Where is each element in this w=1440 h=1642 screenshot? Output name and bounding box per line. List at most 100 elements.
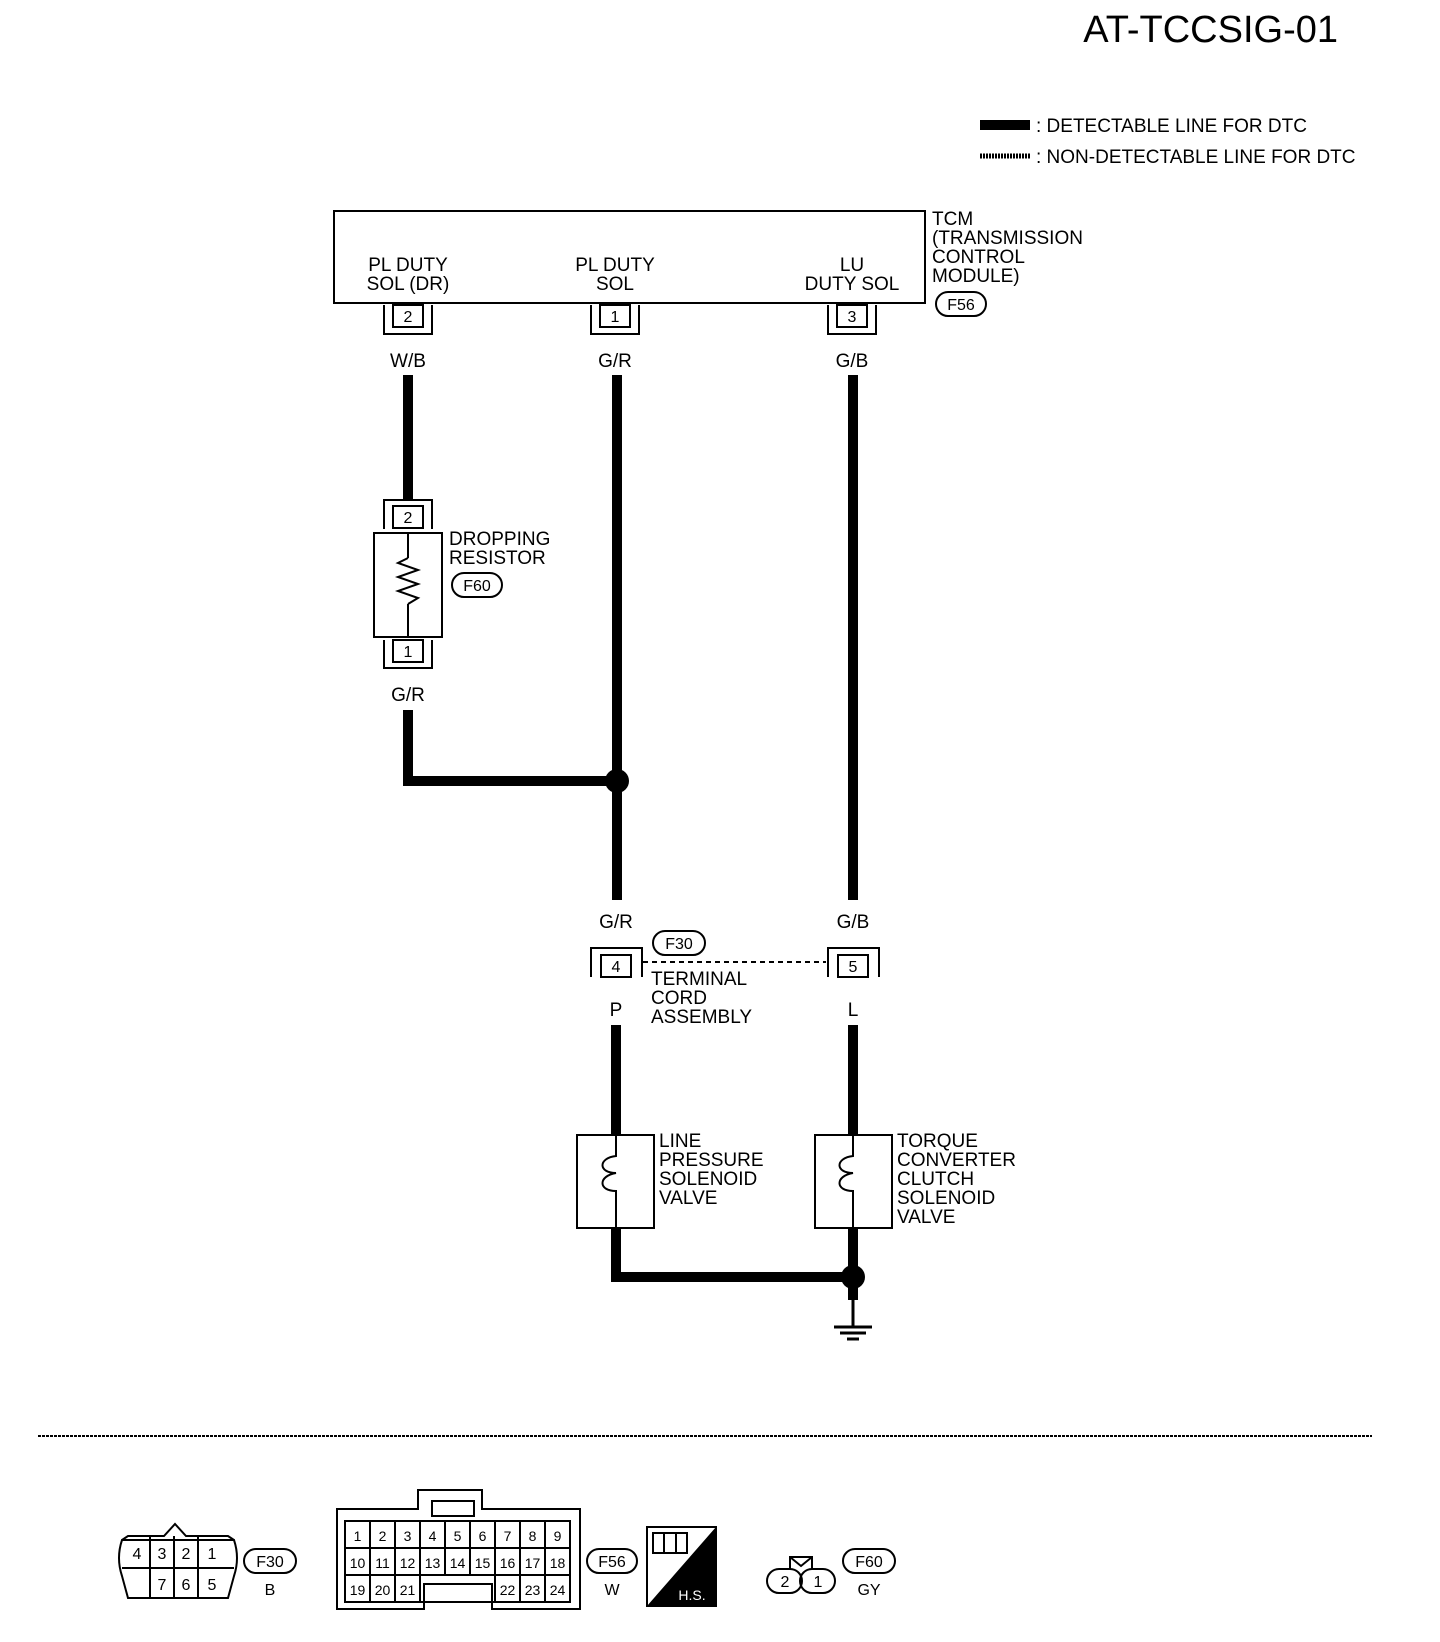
page-title: AT-TCCSIG-01 xyxy=(1083,9,1338,51)
f56-pin-label: 5 xyxy=(454,1528,462,1544)
f56-pin-label: 6 xyxy=(479,1528,487,1544)
f56-pin-label: 24 xyxy=(550,1582,566,1598)
tcm-terminal-label-1b: SOL (DR) xyxy=(367,274,450,295)
svg-text:W: W xyxy=(604,1582,620,1599)
wire-gr-resistor-to-splice xyxy=(403,710,617,786)
f56-pin-label: 2 xyxy=(379,1528,387,1544)
wire-color-gr-top: G/R xyxy=(598,351,632,372)
legend-non-detectable-text: : NON-DETECTABLE LINE FOR DTC xyxy=(1036,147,1356,168)
tcm-connector-badge xyxy=(935,291,987,317)
tcc-solenoid-valve: TORQUE CONVERTER CLUTCH SOLENOID VALVE xyxy=(814,1131,1016,1229)
f56-pin-label: 14 xyxy=(450,1555,466,1571)
f56-pin-label: 1 xyxy=(354,1528,362,1544)
solenoid-coil-icon xyxy=(838,1135,854,1228)
terminal-cord-name-1: TERMINAL xyxy=(651,969,747,990)
svg-text:F60: F60 xyxy=(855,1554,883,1571)
svg-text:2: 2 xyxy=(182,1546,191,1563)
dropping-resistor-connector-id: F60 xyxy=(463,578,491,595)
wire-color-gr-f30: G/R xyxy=(599,912,633,933)
svg-text:F56: F56 xyxy=(598,1554,626,1571)
wire-color-gb-f30: G/B xyxy=(837,912,870,933)
svg-text:2: 2 xyxy=(781,1574,790,1591)
svg-text:H.S.: H.S. xyxy=(678,1587,705,1603)
wire-color-wb: W/B xyxy=(390,351,426,372)
f56-pin-label: 12 xyxy=(400,1555,416,1571)
tcm-terminal-label-3b: DUTY SOL xyxy=(805,274,900,295)
svg-text:4: 4 xyxy=(612,959,621,976)
tcm-terminal-label-3a: LU xyxy=(840,255,864,276)
solenoid-coil-icon xyxy=(601,1135,617,1228)
svg-text:7: 7 xyxy=(158,1577,167,1594)
f56-pin-label: 11 xyxy=(375,1555,390,1571)
f30-connector-badge xyxy=(652,930,706,956)
f56-pin-label: 3 xyxy=(404,1528,412,1544)
f56-pin-label: 9 xyxy=(554,1528,562,1544)
f56-pin-label: 22 xyxy=(500,1582,516,1598)
f56-pin-label: 15 xyxy=(475,1555,491,1571)
tcm-connector-id: F56 xyxy=(947,297,975,314)
f56-pin-label: 4 xyxy=(429,1528,437,1544)
wire-color-gb-top: G/B xyxy=(836,351,869,372)
tcm-name-4: MODULE) xyxy=(932,266,1020,287)
tcm-terminal-label-2b: SOL xyxy=(596,274,634,295)
f56-pin-label: 19 xyxy=(350,1582,366,1598)
wire-ground xyxy=(611,1228,853,1282)
svg-text:4: 4 xyxy=(133,1546,142,1563)
legend-detectable-text: : DETECTABLE LINE FOR DTC xyxy=(1036,116,1307,137)
svg-text:SOLENOID: SOLENOID xyxy=(897,1188,995,1209)
svg-text:VALVE: VALVE xyxy=(659,1188,717,1209)
tcm-terminal-label-1a: PL DUTY xyxy=(368,255,448,276)
tcm-module: TCM (TRANSMISSION CONTROL MODULE) F56 PL… xyxy=(333,209,1083,317)
tcm-name-1: TCM xyxy=(932,209,973,230)
f56-pin-label: 16 xyxy=(500,1555,516,1571)
f56-pin-label: 21 xyxy=(400,1582,416,1598)
tcm-pin-3: 3 xyxy=(827,304,877,335)
svg-text:1: 1 xyxy=(814,1574,823,1591)
svg-text:PRESSURE: PRESSURE xyxy=(659,1150,764,1171)
svg-text:1: 1 xyxy=(208,1546,217,1563)
tcm-pin-1: 1 xyxy=(590,304,640,335)
f56-pin-label: 17 xyxy=(525,1555,541,1571)
f56-pin-label: 18 xyxy=(550,1555,566,1571)
tcm-name-3: CONTROL xyxy=(932,247,1025,268)
svg-text:CLUTCH: CLUTCH xyxy=(897,1169,974,1190)
svg-text:F30: F30 xyxy=(256,1554,284,1571)
svg-text:5: 5 xyxy=(849,959,858,976)
svg-text:3: 3 xyxy=(848,309,857,326)
svg-text:LINE: LINE xyxy=(659,1131,701,1152)
svg-text:3: 3 xyxy=(158,1546,167,1563)
svg-text:VALVE: VALVE xyxy=(897,1207,955,1228)
svg-text:2: 2 xyxy=(404,510,413,527)
f56-pin-label: 10 xyxy=(350,1555,366,1571)
resistor-zigzag xyxy=(394,557,422,605)
ground-icon xyxy=(834,1300,872,1341)
svg-text:TORQUE: TORQUE xyxy=(897,1131,978,1152)
hs-connector-icon xyxy=(652,1532,688,1554)
tcm-terminal-label-2a: PL DUTY xyxy=(575,255,655,276)
wire-color-l: L xyxy=(848,1000,859,1021)
legend: : DETECTABLE LINE FOR DTC : NON-DETECTAB… xyxy=(980,116,1356,168)
terminal-cord-name-3: ASSEMBLY xyxy=(651,1007,752,1028)
f56-pin-label: 8 xyxy=(529,1528,537,1544)
splice-point-ground xyxy=(841,1265,865,1289)
svg-text:2: 2 xyxy=(404,309,413,326)
dropping-resistor-name-1: DROPPING xyxy=(449,529,550,550)
svg-text:1: 1 xyxy=(611,309,620,326)
f60-connector-view: 2 1 F60 GY xyxy=(766,1548,896,1599)
f56-pin-label: 7 xyxy=(504,1528,512,1544)
svg-text:SOLENOID: SOLENOID xyxy=(659,1169,757,1190)
svg-text:GY: GY xyxy=(857,1582,880,1599)
hs-badge: H.S. xyxy=(646,1526,717,1607)
dropping-resistor: 2 1 DROPPING RESISTOR F60 xyxy=(373,499,550,669)
tcm-name-2: (TRANSMISSION xyxy=(932,228,1083,249)
svg-text:1: 1 xyxy=(404,644,413,661)
wire-color-gr-resistor: G/R xyxy=(391,685,425,706)
svg-text:CONVERTER: CONVERTER xyxy=(897,1150,1016,1171)
splice-point-upper xyxy=(605,769,629,793)
f30-connector-view: 4 3 2 1 7 6 5 F30 B xyxy=(118,1522,297,1599)
tcm-box xyxy=(333,210,926,304)
terminal-cord-assembly: F30 4 5 TERMINAL CORD ASSEMBLY xyxy=(590,930,880,1028)
svg-text:B: B xyxy=(265,1582,276,1599)
svg-text:6: 6 xyxy=(182,1577,191,1594)
